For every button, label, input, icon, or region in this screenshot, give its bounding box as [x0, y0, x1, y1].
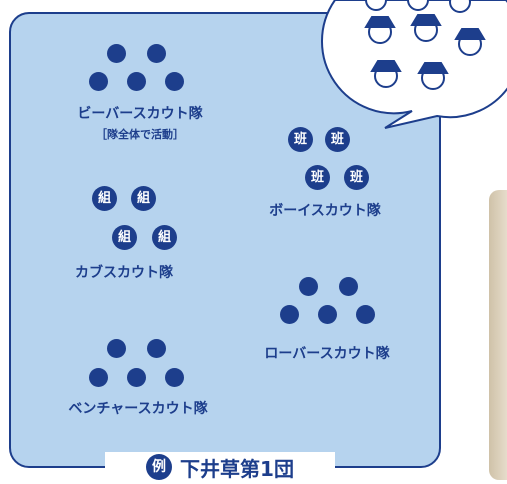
- scout-faces-speech-bubble-icon: [321, 0, 507, 129]
- cub-unit-badge: 組: [112, 225, 137, 250]
- beaver-dot: [127, 72, 146, 91]
- group-title: 例 下井草第1団: [105, 452, 335, 482]
- rover-dot: [299, 277, 318, 296]
- venture-dot: [89, 368, 108, 387]
- boy-troop-label: ボーイスカウト隊: [269, 203, 381, 219]
- beaver-troop-note: ［隊全体で活動］: [96, 128, 184, 141]
- boy-unit-badge: 班: [344, 165, 369, 190]
- cub-unit-badge: 組: [131, 186, 156, 211]
- cub-unit-badge: 組: [92, 186, 117, 211]
- beaver-dot: [147, 44, 166, 63]
- venture-dot: [107, 339, 126, 358]
- rover-dot: [339, 277, 358, 296]
- venture-dot: [165, 368, 184, 387]
- person-photo-edge: [489, 190, 507, 480]
- example-badge: 例: [146, 454, 173, 480]
- rover-troop-label: ローバースカウト隊: [264, 346, 390, 362]
- cub-unit-badge: 組: [152, 225, 177, 250]
- cub-troop-label: カブスカウト隊: [75, 265, 173, 281]
- beaver-troop-label: ビーバースカウト隊: [77, 106, 203, 122]
- boy-unit-badge: 班: [305, 165, 330, 190]
- beaver-dot: [107, 44, 126, 63]
- boy-unit-badge: 班: [325, 127, 350, 152]
- group-title-text: 下井草第1団: [180, 456, 294, 481]
- venture-troop-label: ベンチャースカウト隊: [68, 401, 208, 417]
- venture-dot: [127, 368, 146, 387]
- rover-dot: [356, 305, 375, 324]
- beaver-dot: [165, 72, 184, 91]
- rover-dot: [318, 305, 337, 324]
- beaver-dot: [89, 72, 108, 91]
- boy-unit-badge: 班: [288, 127, 313, 152]
- rover-dot: [280, 305, 299, 324]
- venture-dot: [147, 339, 166, 358]
